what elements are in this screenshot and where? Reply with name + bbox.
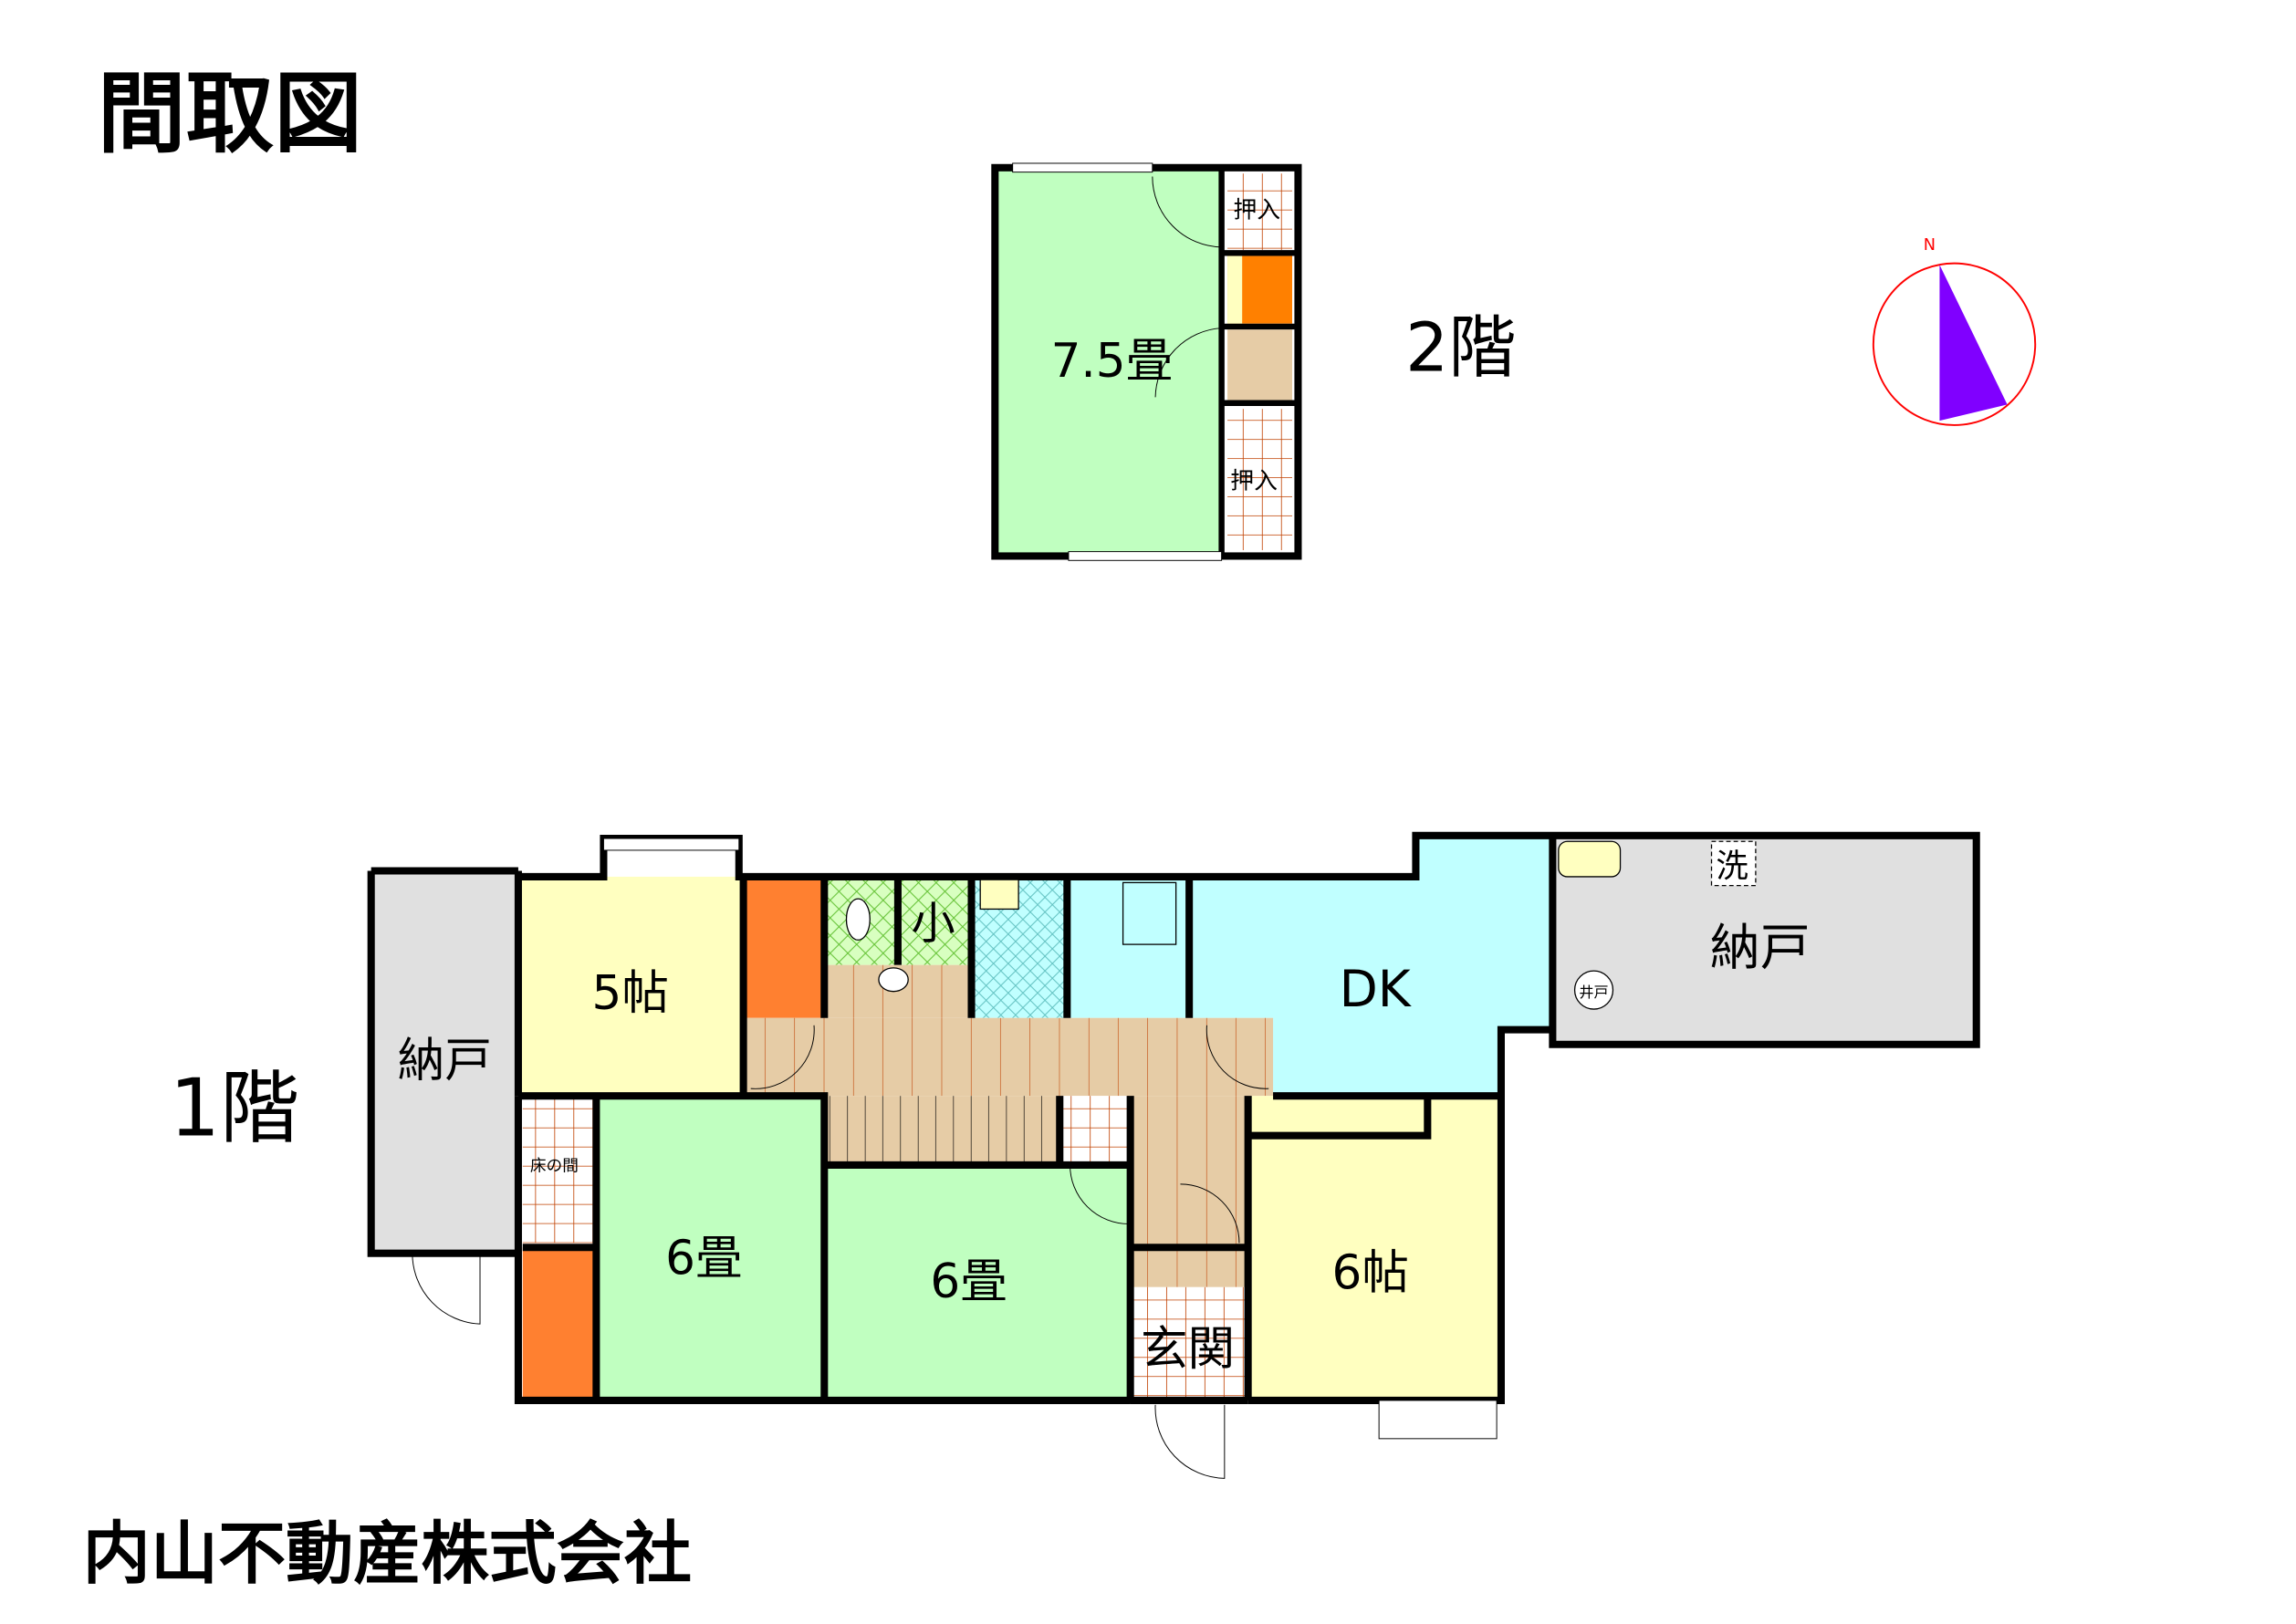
tokonoma [522, 1096, 597, 1244]
entrance [1130, 1286, 1248, 1400]
entrance-floor [1130, 1247, 1248, 1287]
closet-small [1059, 1096, 1131, 1165]
hallway [743, 1017, 1274, 1097]
north-label: N [1924, 236, 1936, 255]
room-label: 納戸 [398, 1034, 492, 1088]
north-arrow-icon [1939, 265, 2008, 422]
room-6c [1247, 1096, 1501, 1400]
well-label: 井戸 [1579, 984, 1608, 1001]
closet-label: 押入 [1230, 467, 1278, 494]
room-6a [596, 1096, 825, 1400]
stairs-1f [824, 1096, 1060, 1165]
floor2-plan: 7.5畳 押入 押入 [991, 162, 1302, 561]
room-label: 納戸 [1710, 919, 1811, 977]
closet-orange [743, 876, 825, 1018]
room-7-5-tatami [995, 167, 1222, 557]
laundry-label: 洗 [1716, 848, 1748, 885]
compass: N [1872, 236, 2037, 426]
storage-left [370, 870, 518, 1254]
page-title: 間取図 [98, 62, 362, 165]
company-name: 内山不動産株式会社 [83, 1515, 692, 1593]
room-label: 玄関 [1141, 1322, 1235, 1377]
floor1-label: 1階 [170, 1062, 299, 1155]
room-label: DK [1340, 960, 1413, 1018]
room-label: 7.5畳 [1051, 334, 1174, 389]
floor1-plan [367, 831, 1980, 1479]
tokonoma-label: 床の間 [530, 1156, 579, 1175]
room-5 [517, 876, 744, 1097]
room-label: 6帖 [1332, 1245, 1409, 1300]
closet-bottom [1227, 409, 1293, 551]
bathroom [1067, 876, 1190, 1018]
room-label: 5帖 [592, 966, 669, 1021]
storage-right [1552, 835, 1977, 1045]
urinal-room [897, 876, 972, 965]
closet-top [1227, 173, 1293, 251]
closet-label: 押入 [1234, 197, 1281, 224]
floor2-label: 2階 [1405, 308, 1516, 387]
closet-orange-2 [522, 1247, 597, 1400]
room-label: 小 [911, 899, 955, 950]
hall-2f [1227, 329, 1293, 401]
room-label: 6畳 [665, 1231, 742, 1286]
dk [1189, 835, 1553, 1097]
hallway-vertical [1130, 1096, 1248, 1248]
room-6b [824, 1164, 1131, 1400]
room-label: 6畳 [930, 1254, 1007, 1309]
